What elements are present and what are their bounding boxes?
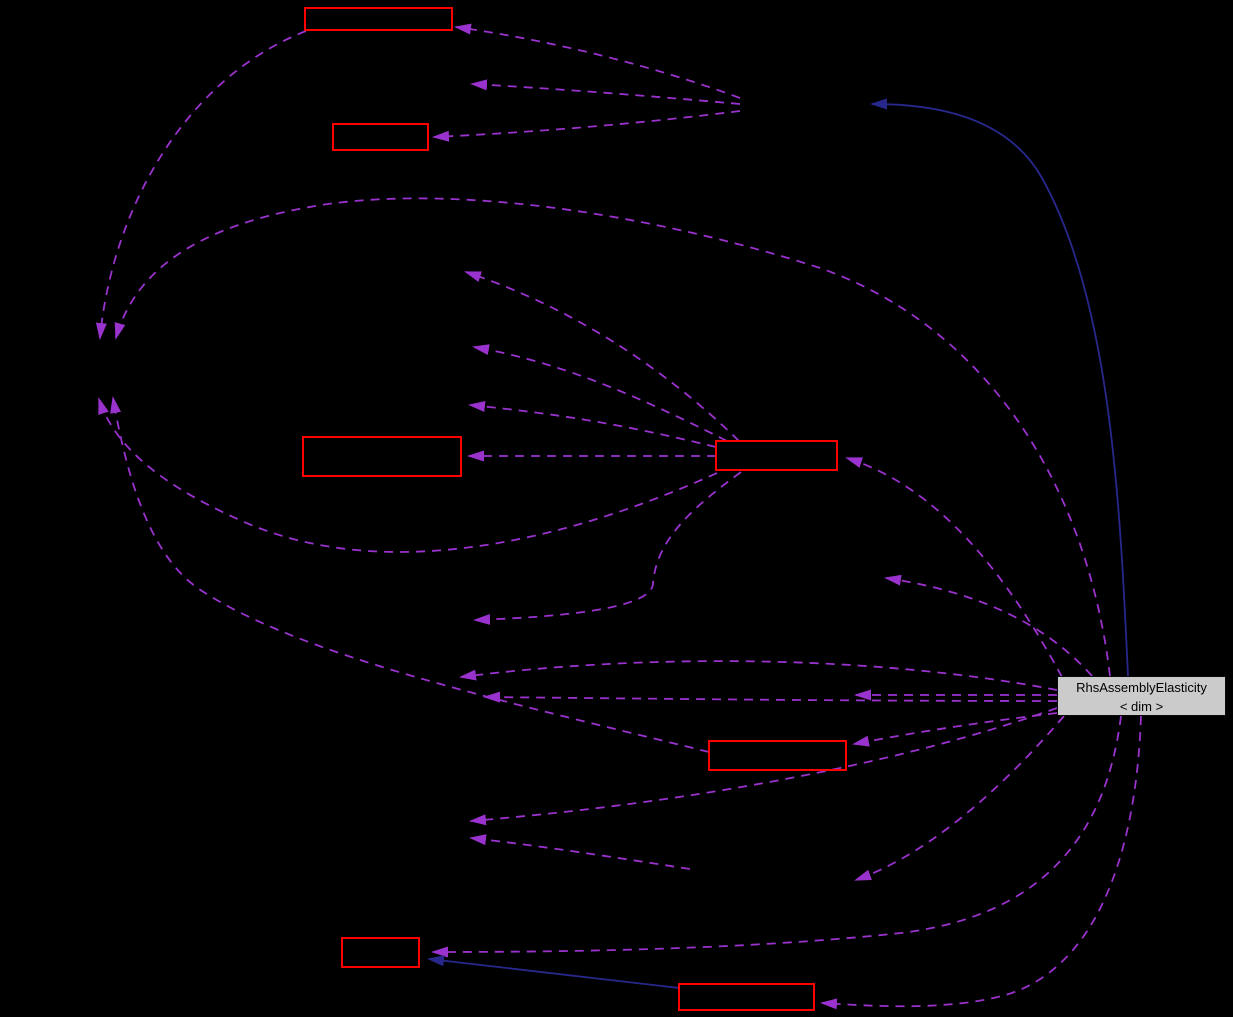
focus-node-label-line2: < dim > <box>1119 699 1164 714</box>
edge-14-usage-arrow <box>459 660 1058 691</box>
focus-node-rhs-assembly-elasticity: RhsAssemblyElasticity < dim > <box>1057 676 1226 716</box>
edge-4-inheritance-arrow <box>870 98 1129 677</box>
graph-node-mid-center[interactable] <box>715 440 838 471</box>
edge-19-usage-arrow <box>469 707 1058 826</box>
edge-13-usage-arrow <box>473 471 742 625</box>
graph-node-bottom-left[interactable] <box>341 937 420 968</box>
edge-16-usage-arrow <box>845 457 1063 678</box>
edge-7-usage-arrow <box>98 397 718 553</box>
edge-10-usage-arrow <box>472 344 728 442</box>
edge-1-usage-arrow <box>454 23 741 99</box>
edge-3-usage-arrow <box>432 110 741 142</box>
graph-node-upper-left[interactable] <box>332 123 429 151</box>
edge-24-usage-arrow <box>820 715 1142 1010</box>
graph-node-top[interactable] <box>304 7 453 31</box>
edge-15-usage-arrow <box>483 691 1058 703</box>
graph-node-mid-left[interactable] <box>302 436 462 477</box>
edge-17-usage-arrow <box>884 574 1093 677</box>
edge-8-usage-arrow <box>110 396 710 753</box>
edge-22-usage-arrow <box>852 712 1058 747</box>
edge-20-usage-arrow <box>469 834 691 870</box>
edge-11-usage-arrow <box>468 401 717 448</box>
graph-node-bottom-right[interactable] <box>678 983 815 1011</box>
edge-23-usage-arrow <box>431 715 1122 958</box>
edge-5-usage-arrow <box>95 30 307 340</box>
edge-2-usage-arrow <box>470 79 741 105</box>
focus-node-label-line1: RhsAssemblyElasticity <box>1076 680 1207 695</box>
edge-9-usage-arrow <box>464 271 740 442</box>
graph-node-lower-center[interactable] <box>708 740 847 771</box>
edge-25-inheritance-arrow <box>427 955 680 989</box>
edge-21-usage-arrow <box>854 715 1065 881</box>
edge-6-usage-arrow <box>114 197 1111 677</box>
